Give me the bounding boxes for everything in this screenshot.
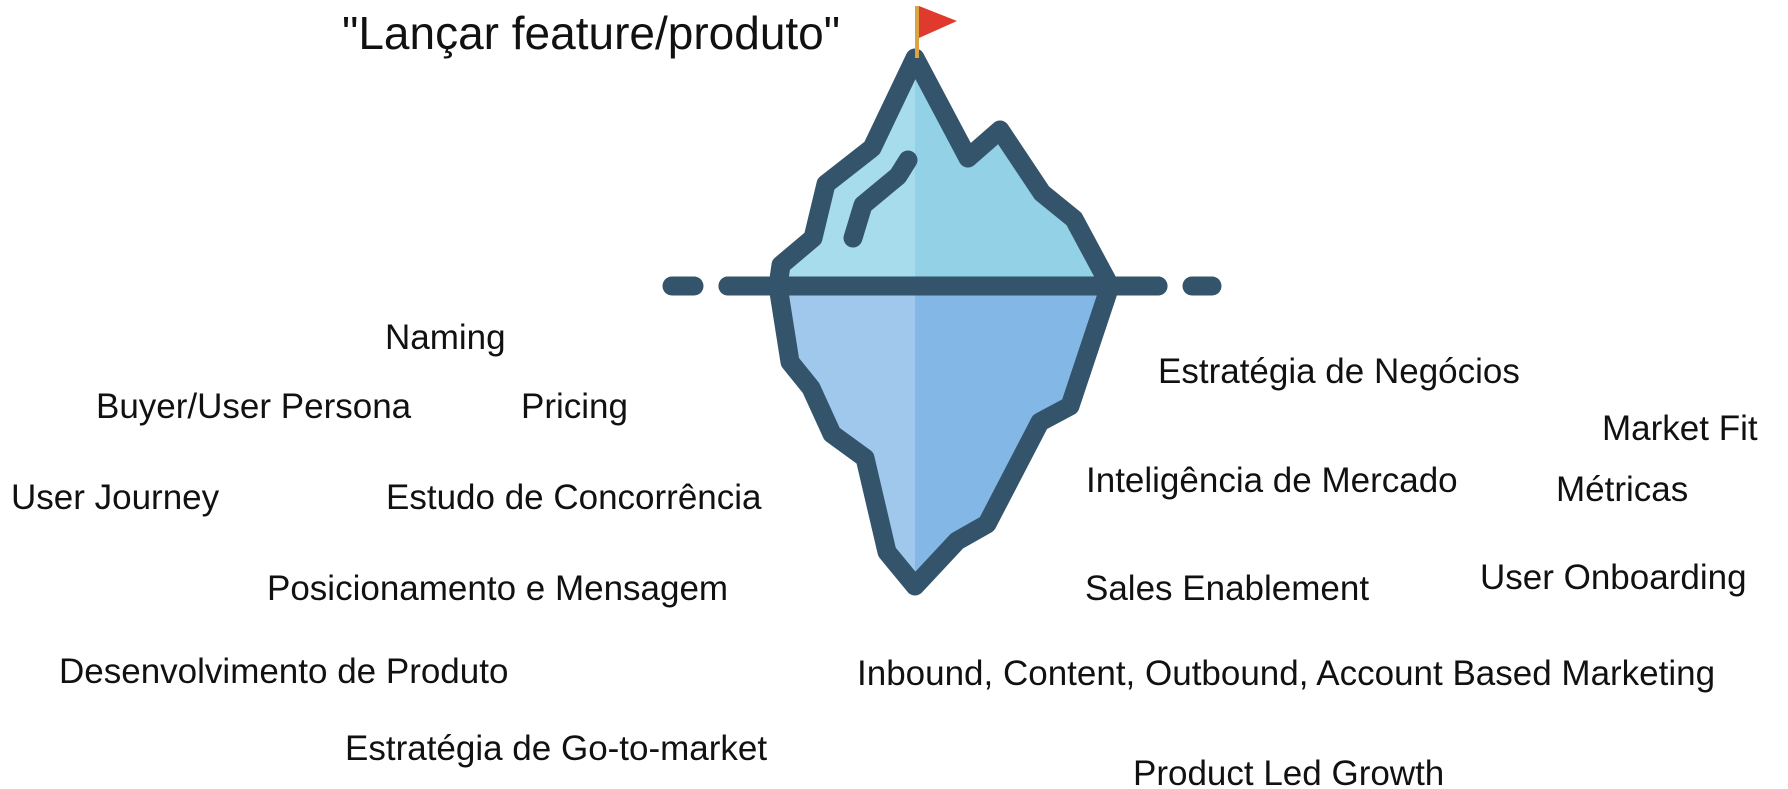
flag-icon [919, 6, 957, 38]
label-market-intelligence: Inteligência de Mercado [1086, 461, 1458, 500]
label-user-journey: User Journey [11, 478, 220, 517]
label-sales-enablement: Sales Enablement [1085, 569, 1370, 608]
label-metrics: Métricas [1556, 470, 1689, 509]
label-marketing-channels: Inbound, Content, Outbound, Account Base… [857, 654, 1716, 693]
diagram-title: "Lançar feature/produto" [342, 7, 841, 59]
label-naming: Naming [385, 318, 506, 357]
iceberg-outline [768, 48, 1120, 596]
label-buyer-persona: Buyer/User Persona [96, 387, 412, 426]
label-competition-study: Estudo de Concorrência [386, 478, 762, 517]
label-business-strategy: Estratégia de Negócios [1158, 352, 1520, 391]
label-market-fit: Market Fit [1602, 409, 1758, 448]
label-plg: Product Led Growth [1133, 754, 1445, 789]
label-user-onboarding: User Onboarding [1480, 558, 1747, 597]
label-product-development: Desenvolvimento de Produto [59, 652, 509, 691]
iceberg-highlight [843, 150, 918, 248]
label-gtm-strategy: Estratégia de Go-to-market [345, 729, 768, 768]
label-pricing: Pricing [521, 387, 628, 426]
label-positioning: Posicionamento e Mensagem [267, 569, 729, 608]
